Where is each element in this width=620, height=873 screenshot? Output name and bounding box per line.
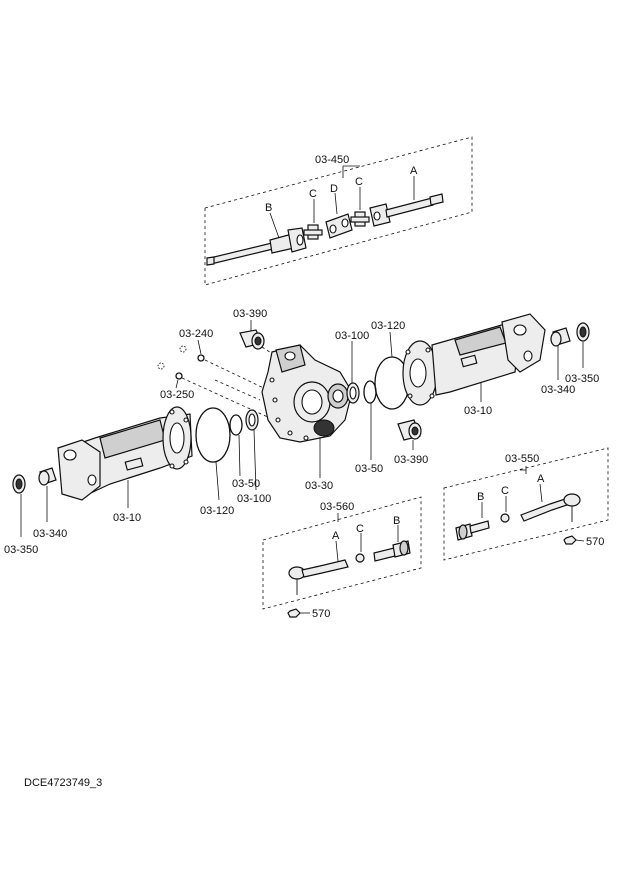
drawing-code: DCE4723749_3 bbox=[24, 777, 103, 789]
cross-c-right bbox=[350, 211, 370, 227]
seal-03-350-right bbox=[576, 322, 590, 342]
double-yoke-d bbox=[325, 213, 353, 239]
bushing-03-390-top bbox=[239, 329, 265, 350]
tie-rod-end-550-b bbox=[455, 520, 490, 541]
label-03-50-right: 03-50 bbox=[355, 463, 383, 475]
label-cross-c-right: C bbox=[355, 176, 363, 188]
drive-shaft-assembly: 03-450 B C D C bbox=[204, 136, 473, 286]
tie-rod-assembly-03-560: 03-560 A C B 570 bbox=[262, 496, 422, 620]
label-550-a: A bbox=[537, 473, 545, 485]
differential-housing-area: 03-390 03-240 03-250 bbox=[157, 308, 428, 517]
label-03-550: 03-550 bbox=[505, 453, 539, 465]
nut-550-570 bbox=[563, 535, 577, 545]
label-03-100-top: 03-100 bbox=[335, 330, 369, 342]
label-03-10-right: 03-10 bbox=[464, 405, 492, 417]
bushing-03-340-left bbox=[38, 467, 57, 486]
o-ring-03-50-right bbox=[363, 380, 377, 404]
tie-rod-arm-550-a bbox=[520, 493, 581, 522]
label-560-b: B bbox=[393, 515, 400, 527]
seal-03-350-left bbox=[12, 474, 26, 494]
axle-housing-right bbox=[402, 313, 546, 406]
axle-housing-left bbox=[57, 406, 193, 501]
label-03-10-left: 03-10 bbox=[113, 512, 141, 524]
label-03-120-top: 03-120 bbox=[371, 320, 405, 332]
seal-03-100-left bbox=[245, 409, 259, 431]
label-03-450: 03-450 bbox=[315, 154, 349, 166]
o-ring-03-250 bbox=[157, 362, 183, 380]
label-550-c: C bbox=[501, 485, 509, 497]
label-560-a: A bbox=[332, 530, 340, 542]
label-03-340-right: 03-340 bbox=[541, 384, 575, 396]
tie-rod-560-group-box bbox=[262, 496, 422, 610]
differential-carrier-03-30 bbox=[261, 344, 353, 443]
seal-03-100-right bbox=[346, 382, 360, 404]
o-ring-03-50-left bbox=[229, 414, 243, 436]
shaft-a bbox=[369, 193, 444, 227]
label-shaft-b: B bbox=[265, 202, 272, 214]
tie-rod-arm-560-a bbox=[288, 559, 349, 595]
label-03-350-right: 03-350 bbox=[565, 373, 599, 385]
cross-c-left bbox=[303, 224, 323, 240]
o-ring-03-120-left bbox=[195, 407, 231, 463]
tie-rod-550-group-box bbox=[443, 447, 609, 561]
label-550-570: 570 bbox=[586, 536, 604, 548]
nut-560-c bbox=[355, 553, 365, 563]
label-03-50-left: 03-50 bbox=[232, 478, 260, 490]
label-shaft-a: A bbox=[410, 165, 418, 177]
label-03-340-left: 03-340 bbox=[33, 528, 67, 540]
label-03-350-left: 03-350 bbox=[4, 544, 38, 556]
label-560-c: C bbox=[356, 523, 364, 535]
label-550-b: B bbox=[477, 491, 484, 503]
label-560-570: 570 bbox=[312, 608, 330, 620]
label-03-30: 03-30 bbox=[305, 480, 333, 492]
shaft-b bbox=[206, 227, 307, 266]
label-03-390-bottom: 03-390 bbox=[394, 454, 428, 466]
label-03-240: 03-240 bbox=[179, 328, 213, 340]
label-03-100-bottom: 03-100 bbox=[237, 493, 271, 505]
nut-550-c bbox=[500, 513, 510, 523]
label-03-390-top: 03-390 bbox=[233, 308, 267, 320]
bushing-03-390-bottom bbox=[397, 419, 422, 441]
label-03-250: 03-250 bbox=[160, 389, 194, 401]
bushing-03-340-right bbox=[550, 327, 571, 347]
nut-560-570 bbox=[287, 608, 301, 618]
label-yoke-d: D bbox=[330, 183, 338, 195]
tie-rod-assembly-03-550: 03-550 B C A 570 bbox=[443, 447, 609, 561]
o-ring-03-240 bbox=[179, 345, 205, 362]
label-cross-c-left: C bbox=[309, 188, 317, 200]
tie-rod-end-560-b bbox=[373, 540, 411, 562]
label-03-560: 03-560 bbox=[320, 501, 354, 513]
label-03-120-bottom: 03-120 bbox=[200, 505, 234, 517]
